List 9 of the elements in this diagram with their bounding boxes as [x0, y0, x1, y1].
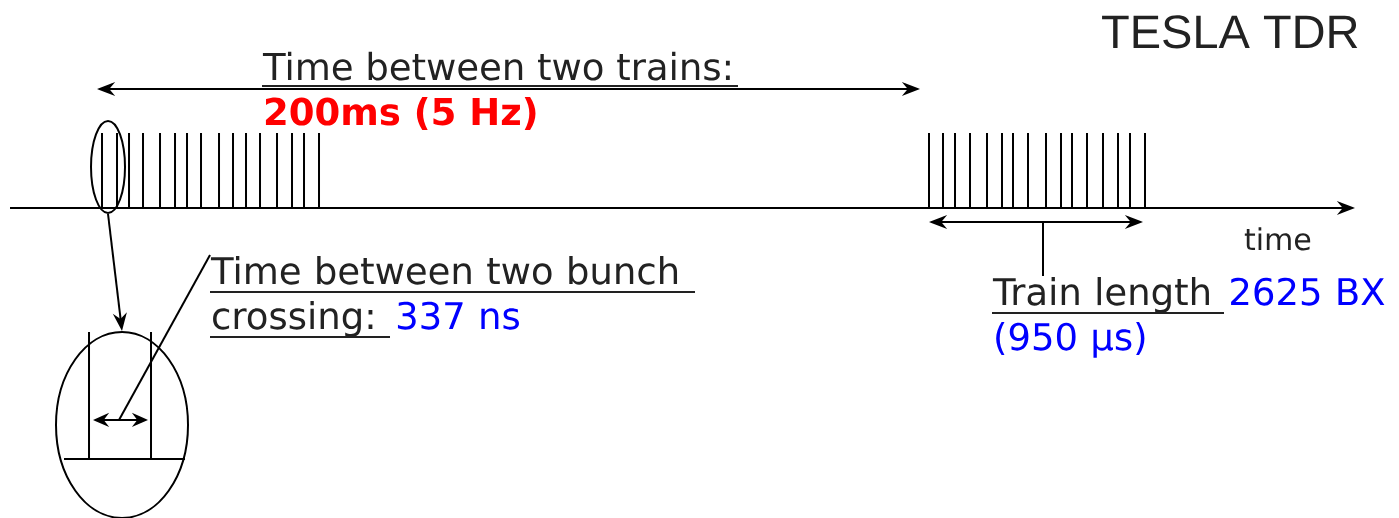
annotation-text: Train length 2625 BX (950 µs)	[991, 276, 1385, 358]
dimension-label: 200ms (5 Hz)	[265, 96, 536, 130]
annotation-text: Time between two bunch crossing: 337 ns	[209, 255, 696, 338]
title: TESLA TDR	[1102, 15, 1358, 49]
leader-line	[118, 254, 211, 421]
leader-line	[1042, 221, 1044, 277]
dimension-label: Time between two trains:	[261, 51, 739, 87]
magnified-view	[55, 331, 189, 518]
highlight-ellipse	[90, 120, 126, 214]
